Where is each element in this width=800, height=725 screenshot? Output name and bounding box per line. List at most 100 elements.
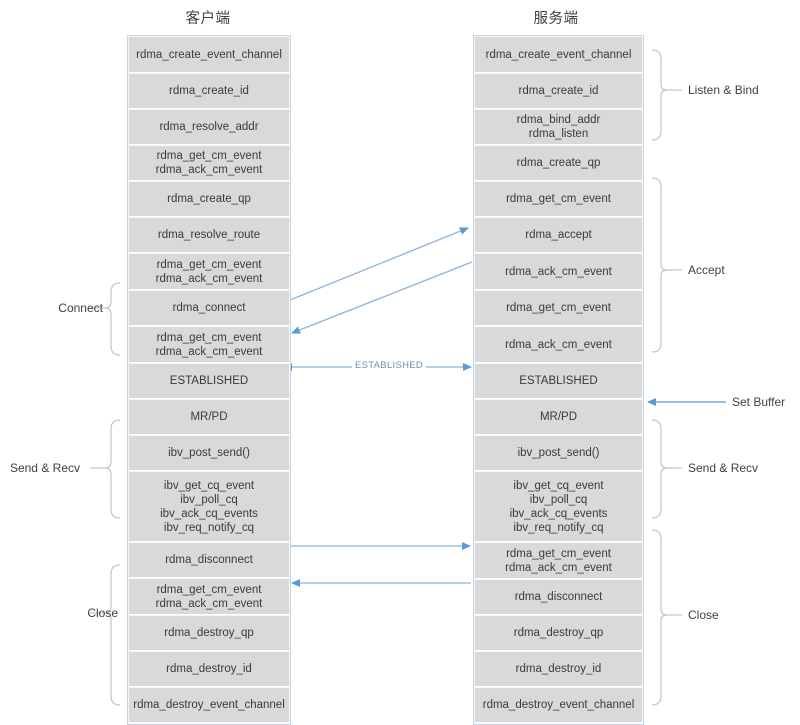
server-step[interactable]: rdma_create_qp	[475, 146, 642, 181]
client-step-line: rdma_ack_cm_event	[155, 597, 263, 610]
server-step-line: rdma_get_cm_event	[506, 193, 611, 205]
server-step[interactable]: rdma_destroy_id	[475, 652, 642, 687]
client-step-line: ibv_post_send()	[168, 447, 250, 459]
bracket-left-connect	[90, 282, 121, 356]
bracket-left-close	[90, 564, 121, 706]
server-step[interactable]: rdma_bind_addr rdma_listen	[475, 110, 642, 145]
client-step-line: rdma_destroy_id	[166, 663, 252, 675]
client-step-line: rdma_create_qp	[167, 193, 251, 205]
client-step-line: rdma_get_cm_event	[156, 583, 262, 596]
server-step[interactable]: rdma_accept	[475, 218, 642, 253]
client-step-line: rdma_create_event_channel	[136, 48, 282, 61]
group-label-close: Close	[688, 608, 719, 622]
bracket-right-accept	[651, 177, 682, 353]
server-step-line: ibv_poll_cq	[529, 493, 588, 506]
server-step-line: rdma_ack_cm_event	[505, 561, 612, 574]
annotation-set-buffer: Set Buffer	[732, 395, 786, 409]
client-step-line: rdma_get_cm_event	[156, 331, 262, 344]
arrow-connect-request	[289, 227, 469, 301]
server-step-line: rdma_get_cm_event	[506, 547, 611, 560]
client-step[interactable]: rdma_resolve_addr	[129, 110, 289, 145]
server-column-title: 服务端	[533, 11, 579, 27]
server-step-line: rdma_create_qp	[516, 157, 601, 169]
server-step[interactable]: rdma_get_cm_event	[475, 182, 642, 217]
server-step[interactable]: rdma_ack_cm_event	[475, 254, 642, 290]
client-step[interactable]: rdma_get_cm_event rdma_ack_cm_event	[129, 146, 289, 181]
client-step[interactable]: ibv_post_send()	[129, 436, 289, 471]
server-step[interactable]: rdma_get_cm_event	[475, 291, 642, 326]
bracket-right-listen-bind	[651, 49, 682, 141]
client-step[interactable]: rdma_destroy_event_channel	[129, 688, 289, 723]
group-label-listen-bind: Listen & Bind	[688, 83, 759, 97]
server-step[interactable]: rdma_destroy_event_channel	[475, 688, 642, 723]
client-step[interactable]: rdma_create_qp	[129, 182, 289, 217]
client-step[interactable]: rdma_resolve_route	[129, 218, 289, 253]
client-step-line: rdma_destroy_event_channel	[133, 699, 285, 711]
server-step-line: ibv_get_cq_event	[513, 479, 604, 492]
server-step-line: rdma_listen	[528, 128, 589, 140]
server-step-line: ibv_req_notify_cq	[513, 521, 604, 534]
client-step[interactable]: MR/PD	[129, 400, 289, 435]
server-step-line: rdma_get_cm_event	[506, 302, 611, 314]
server-step-line: rdma_destroy_event_channel	[482, 699, 635, 711]
server-step[interactable]: MR/PD	[475, 400, 642, 435]
client-step[interactable]: rdma_create_id	[129, 74, 289, 109]
server-step-line: rdma_bind_addr	[516, 114, 601, 126]
server-step-line: rdma_ack_cm_event	[505, 265, 612, 278]
group-label-close: Close	[87, 606, 118, 620]
client-step-line: rdma_create_id	[169, 85, 249, 97]
arrow-connect-reply	[291, 261, 473, 334]
client-step-line: rdma_get_cm_event	[156, 150, 262, 162]
client-step-line: MR/PD	[190, 411, 228, 423]
group-label-connect: Connect	[58, 301, 103, 315]
server-step-line: rdma_destroy_qp	[513, 627, 604, 639]
client-step[interactable]: rdma_destroy_qp	[129, 616, 289, 651]
client-step[interactable]: ESTABLISHED	[129, 364, 289, 399]
client-step[interactable]: rdma_destroy_id	[129, 652, 289, 687]
client-step[interactable]: rdma_disconnect	[129, 543, 289, 578]
group-label-send-recv: Send & Recv	[688, 461, 759, 475]
client-step-line: rdma_get_cm_event	[156, 258, 262, 271]
server-step-line: rdma_create_event_channel	[485, 48, 632, 61]
server-step-line: rdma_create_id	[518, 85, 599, 97]
client-step-line: rdma_resolve_route	[157, 229, 261, 241]
client-step-line: rdma_ack_cm_event	[155, 164, 263, 176]
bracket-right-close	[651, 529, 682, 706]
server-step-line: rdma_destroy_id	[515, 663, 602, 675]
server-step[interactable]: rdma_disconnect	[475, 580, 642, 615]
bracket-left-send-recv	[90, 419, 121, 519]
server-step-line: MR/PD	[539, 411, 578, 423]
client-step-line: rdma_ack_cm_event	[155, 345, 263, 358]
client-step[interactable]: rdma_create_event_channel	[129, 37, 289, 73]
group-label-send-recv: Send & Recv	[9, 461, 80, 475]
established-link-label: ESTABLISHED	[352, 360, 427, 371]
server-step-line: ESTABLISHED	[519, 375, 598, 387]
client-step-line: rdma_destroy_qp	[164, 627, 254, 639]
client-step-line: ibv_poll_cq	[180, 493, 238, 506]
server-step[interactable]: ibv_post_send()	[475, 436, 642, 471]
client-step-line: rdma_connect	[172, 302, 246, 314]
client-step-line: ibv_get_cq_event	[163, 479, 255, 492]
client-step-line: rdma_resolve_addr	[159, 121, 259, 133]
client-step[interactable]: rdma_connect	[129, 291, 289, 326]
client-column-title: 客户端	[185, 11, 231, 27]
server-step-line: rdma_ack_cm_event	[505, 338, 612, 351]
server-step-line: ibv_ack_cq_events	[509, 507, 608, 520]
server-step[interactable]: rdma_destroy_qp	[475, 616, 642, 651]
server-step[interactable]: rdma_ack_cm_event	[475, 327, 642, 363]
group-label-accept: Accept	[688, 263, 725, 277]
server-step[interactable]: rdma_create_id	[475, 74, 642, 109]
server-step[interactable]: rdma_create_event_channel	[475, 37, 642, 73]
server-step[interactable]: ESTABLISHED	[475, 364, 642, 399]
client-step-line: rdma_disconnect	[165, 554, 253, 566]
bracket-right-send-recv	[651, 419, 682, 519]
